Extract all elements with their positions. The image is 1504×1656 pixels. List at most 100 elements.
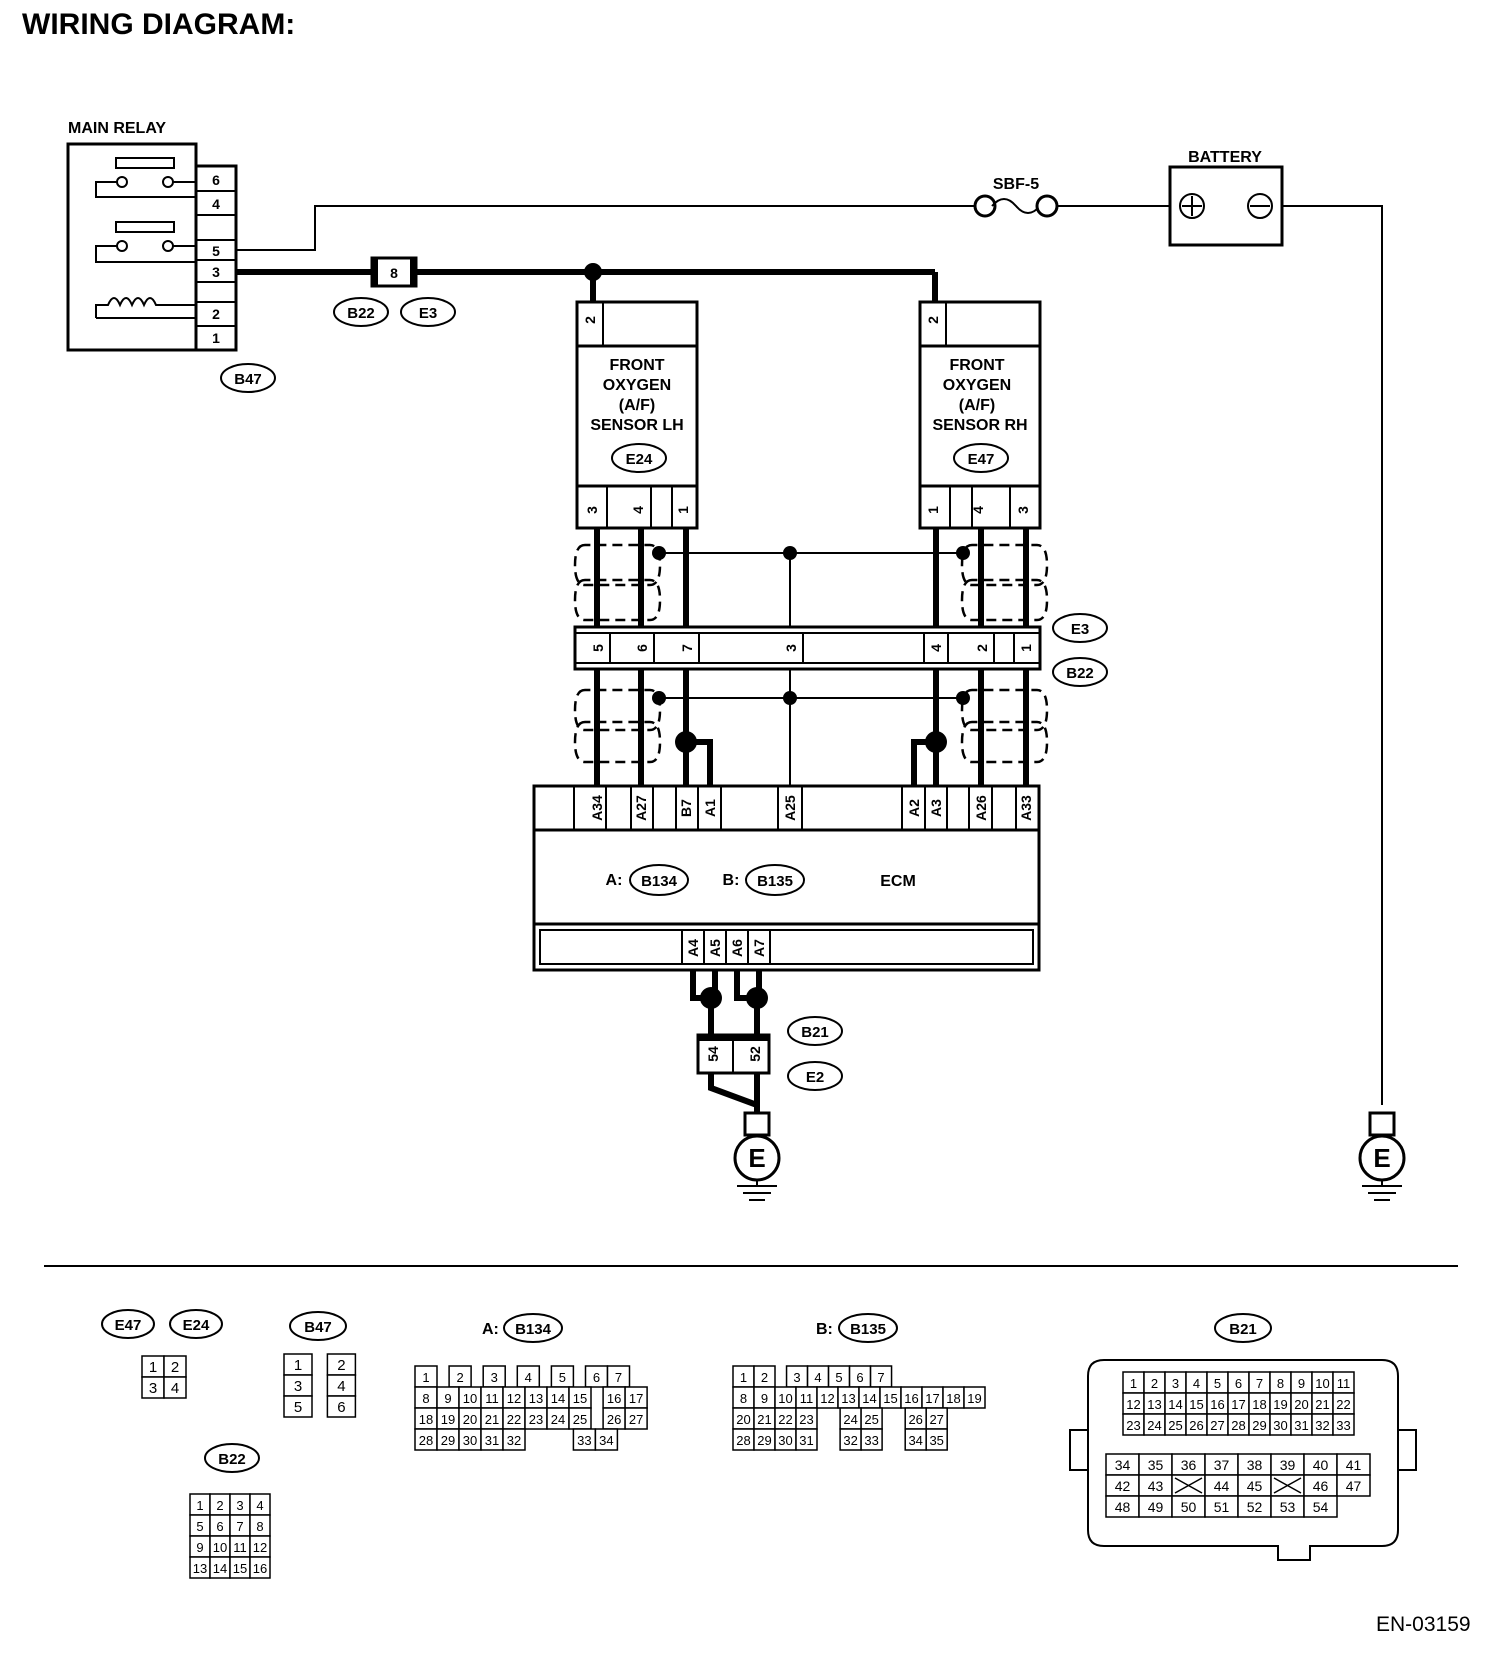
relay-pin: 4 <box>212 196 220 212</box>
b134-connector-pin: 11 <box>485 1391 499 1406</box>
svg-text:E47: E47 <box>115 1317 142 1334</box>
svg-text:8: 8 <box>390 265 398 281</box>
svg-text:A26: A26 <box>973 795 989 821</box>
b134-connector-pin: 34 <box>599 1433 613 1448</box>
svg-text:SENSOR RH: SENSOR RH <box>932 417 1027 434</box>
b21-connector-pin: 53 <box>1280 1499 1296 1515</box>
b135-connector-pin: 12 <box>820 1391 834 1406</box>
svg-text:2: 2 <box>582 316 598 324</box>
b22-connector-pin: 1 <box>196 1498 203 1513</box>
b21-connector-pin: 6 <box>1235 1376 1242 1391</box>
b22-connector-pin: 15 <box>233 1561 247 1576</box>
b21-connector-pin: 25 <box>1168 1418 1182 1433</box>
b135-connector-pin: 2 <box>761 1370 768 1385</box>
b21-connector-pin: 52 <box>1247 1499 1263 1515</box>
svg-text:52: 52 <box>747 1046 763 1062</box>
b47-connector-pin: 1 <box>294 1357 302 1374</box>
b134-connector-pin: 6 <box>593 1370 600 1385</box>
svg-text:A34: A34 <box>589 795 605 821</box>
b21-connector-pin: 24 <box>1147 1418 1161 1433</box>
svg-text:4: 4 <box>928 644 944 652</box>
svg-text:3: 3 <box>584 506 600 514</box>
ground-connector-id: B21 <box>801 1024 829 1041</box>
b134-connector-pin: 29 <box>441 1433 455 1448</box>
b21-connector-pin: 48 <box>1115 1499 1131 1515</box>
ground-icon: E <box>1358 1111 1406 1201</box>
svg-text:2: 2 <box>974 644 990 652</box>
b21-connector-pin: 40 <box>1313 1457 1329 1473</box>
b135-connector-pin: 29 <box>757 1433 771 1448</box>
b135-connector-pin: 5 <box>835 1370 842 1385</box>
b47-connector-cell <box>283 1395 313 1418</box>
b22-connector-pin: 12 <box>253 1540 267 1555</box>
b21-connector-pin: 4 <box>1193 1376 1200 1391</box>
b135-connector-pin: 35 <box>929 1433 943 1448</box>
b134-connector-pin: 28 <box>419 1433 433 1448</box>
b135-connector-pin: 26 <box>908 1412 922 1427</box>
b21-connector-pin: 22 <box>1336 1397 1350 1412</box>
b134-connector-pin: 27 <box>629 1412 643 1427</box>
b22-connector-pin: 4 <box>256 1498 263 1513</box>
svg-text:3: 3 <box>1015 506 1031 514</box>
e47-e24-connector-pin: 1 <box>149 1359 157 1376</box>
b47-connector-pin: 6 <box>337 1399 345 1416</box>
b135-connector-pin: 1 <box>740 1370 747 1385</box>
fuse-label: SBF-5 <box>993 176 1039 193</box>
b21-connector-cell <box>1303 1495 1338 1518</box>
b134-connector-pin: 25 <box>573 1412 587 1427</box>
b134-connector-pin: 12 <box>507 1391 521 1406</box>
b47-connector-pin: 3 <box>294 1378 302 1395</box>
b22-connector-pin: 13 <box>193 1561 207 1576</box>
svg-text:5: 5 <box>590 644 606 652</box>
b134-connector-pin: 5 <box>559 1370 566 1385</box>
front-oxygen-sensor-lh: 2 FRONT OXYGEN (A/F) SENSOR LH E24 3 4 1 <box>575 300 699 530</box>
svg-text:6: 6 <box>634 644 650 652</box>
svg-text:A:: A: <box>482 1321 499 1338</box>
b135-connector-pin: 27 <box>929 1412 943 1427</box>
document-id: EN-03159 <box>1376 1613 1471 1636</box>
svg-text:(A/F): (A/F) <box>959 397 995 414</box>
power-feed: 8 B22 E3 <box>236 256 938 327</box>
b21-connector-pin: 20 <box>1294 1397 1308 1412</box>
relay-pin: 5 <box>212 243 220 259</box>
svg-text:1: 1 <box>675 506 691 514</box>
b21-connector-pin: 37 <box>1214 1457 1230 1473</box>
b135-connector-pin: 18 <box>946 1391 960 1406</box>
b21-connector-pin: 38 <box>1247 1457 1263 1473</box>
b21-connector-pin: 3 <box>1172 1376 1179 1391</box>
b21-connector-pin: 26 <box>1189 1418 1203 1433</box>
b135-connector-pin: 32 <box>843 1433 857 1448</box>
b21-connector-pin: 49 <box>1148 1499 1164 1515</box>
svg-text:B21: B21 <box>1229 1321 1257 1338</box>
b21-connector-pin: 54 <box>1313 1499 1329 1515</box>
b47-connector-cell <box>326 1395 357 1418</box>
e47-e24-connector-pin: 4 <box>171 1380 179 1397</box>
b135-connector-pin: 16 <box>904 1391 918 1406</box>
relay-pin: 3 <box>212 264 220 280</box>
svg-text:A2: A2 <box>906 799 922 817</box>
b47-connector-pin: 4 <box>337 1378 345 1395</box>
blank-pin-icon <box>1273 1477 1302 1494</box>
b134-connector-pin: 33 <box>577 1433 591 1448</box>
b21-connector-pin: 43 <box>1148 1478 1164 1494</box>
main-relay-label: MAIN RELAY <box>68 120 166 137</box>
b21-connector-pin: 23 <box>1126 1418 1140 1433</box>
svg-text:A5: A5 <box>707 939 723 957</box>
b134-connector-pin: 7 <box>615 1370 622 1385</box>
b21-connector-pin: 34 <box>1115 1457 1131 1473</box>
main-relay: MAIN RELAY 6 4 5 3 2 1 <box>66 120 276 393</box>
front-oxygen-sensor-rh: 2 FRONT OXYGEN (A/F) SENSOR RH E47 1 4 3 <box>918 300 1042 530</box>
b21-connector-pin: 9 <box>1298 1376 1305 1391</box>
b22-connector-pin: 10 <box>213 1540 227 1555</box>
b135-connector-pin: 25 <box>864 1412 878 1427</box>
svg-text:A27: A27 <box>633 795 649 821</box>
b135-connector-pin: 6 <box>856 1370 863 1385</box>
b134-connector-pin: 21 <box>485 1412 499 1427</box>
ecm-label: ECM <box>880 873 916 890</box>
b134-connector-pin: 31 <box>485 1433 499 1448</box>
b135-connector-pin: 20 <box>736 1412 750 1427</box>
b21-connector-pin: 2 <box>1151 1376 1158 1391</box>
svg-text:A4: A4 <box>685 939 701 957</box>
svg-text:4: 4 <box>970 506 986 514</box>
b21-connector-pin: 21 <box>1315 1397 1329 1412</box>
